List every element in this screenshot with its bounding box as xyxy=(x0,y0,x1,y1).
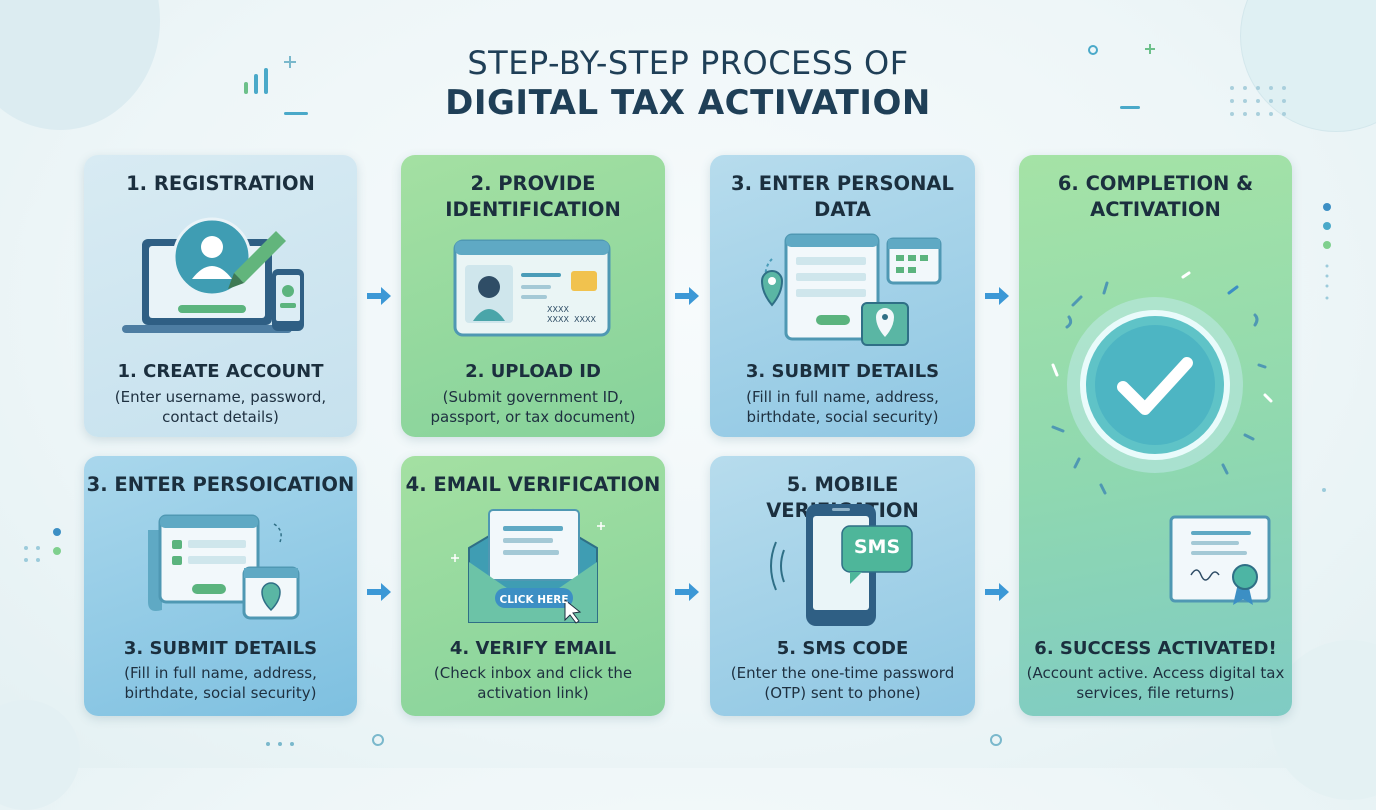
step-subtitle: 3. SUBMIT DETAILS xyxy=(123,638,318,659)
step-card-email-verification: 4. EMAIL VERIFICATION CLICK HERE 4. VERI… xyxy=(401,456,665,716)
step-description: (Check inbox and click the activation li… xyxy=(433,664,633,702)
envelope-icon xyxy=(451,508,605,624)
page-title: STEP-BY-STEP PROCESS OF DIGITAL TAX ACTI… xyxy=(0,44,1376,124)
arrow-right-icon xyxy=(675,287,699,305)
step-description: (Enter username, password, contact detai… xyxy=(114,388,327,426)
arrow-right-icon xyxy=(367,583,391,601)
arrow-right-icon xyxy=(985,287,1009,305)
sms-label: SMS xyxy=(853,536,901,558)
click-here-button: CLICK HERE xyxy=(499,594,569,606)
form-calendar-icon xyxy=(760,233,942,346)
decor-circle-bottom-left xyxy=(0,700,80,810)
step-title: 1. REGISTRATION xyxy=(126,172,315,195)
step-card-mobile-verification: 5. MOBILE VERIFICATION SMS 5. SMS CODE (… xyxy=(710,456,975,716)
id-card-text-2: XXXX XXXX xyxy=(547,315,596,324)
id-card-text-1: XXXX xyxy=(547,305,569,314)
step-card-personal-data: 3. ENTER PERSONAL DATA 3. SUBMIT DETAILS… xyxy=(710,155,975,437)
step-description: (Account active. Access digital tax serv… xyxy=(1026,664,1285,702)
step-card-registration: 1. REGISTRATION 1. CREATE ACCOUNT (Enter… xyxy=(84,155,357,437)
phone-sms-icon xyxy=(770,504,913,626)
step-description: (Enter the one-time password (OTP) sent … xyxy=(730,664,955,702)
form-location-icon xyxy=(148,514,300,620)
arrow-right-icon xyxy=(367,287,391,305)
step-subtitle: 3. SUBMIT DETAILS xyxy=(745,361,940,382)
step-title: 4. EMAIL VERIFICATION xyxy=(405,473,661,496)
step-card-completion: 6. COMPLETION & ACTIVATION 6. SUCCESS AC… xyxy=(1019,155,1292,716)
laptop-user-icon xyxy=(122,217,304,333)
step-title: 3. ENTER PERSONAL DATA xyxy=(731,172,954,221)
step-title: 3. ENTER PERSOICATION xyxy=(86,473,355,496)
id-card-icon xyxy=(453,239,611,337)
step-subtitle: 5. SMS CODE xyxy=(776,638,909,659)
step-description: (Fill in full name, address, birthdate, … xyxy=(746,388,939,426)
step-subtitle: 2. UPLOAD ID xyxy=(465,361,601,382)
step-title: 2. PROVIDE IDENTIFICATION xyxy=(445,172,621,221)
step-card-identification: 2. PROVIDE IDENTIFICATION XXXX XXXX XXXX… xyxy=(401,155,665,437)
step-title: 6. COMPLETION & ACTIVATION xyxy=(1057,172,1254,221)
arrow-right-icon xyxy=(985,583,1009,601)
title-line-2: DIGITAL TAX ACTIVATION xyxy=(445,83,931,123)
step-description: (Submit government ID, passport, or tax … xyxy=(430,388,636,426)
step-description: (Fill in full name, address, birthdate, … xyxy=(124,664,317,702)
step-card-persoication: 3. ENTER PERSOICATION 3. SUBMIT DETAILS … xyxy=(84,456,357,716)
certificate-icon xyxy=(1169,515,1271,605)
step-subtitle: 4. VERIFY EMAIL xyxy=(449,638,617,659)
step-subtitle: 6. SUCCESS ACTIVATED! xyxy=(1034,638,1277,659)
arrow-right-icon xyxy=(675,583,699,601)
checkmark-icon xyxy=(1051,271,1273,495)
step-subtitle: 1. CREATE ACCOUNT xyxy=(117,361,324,382)
title-line-1: STEP-BY-STEP PROCESS OF xyxy=(467,44,909,82)
